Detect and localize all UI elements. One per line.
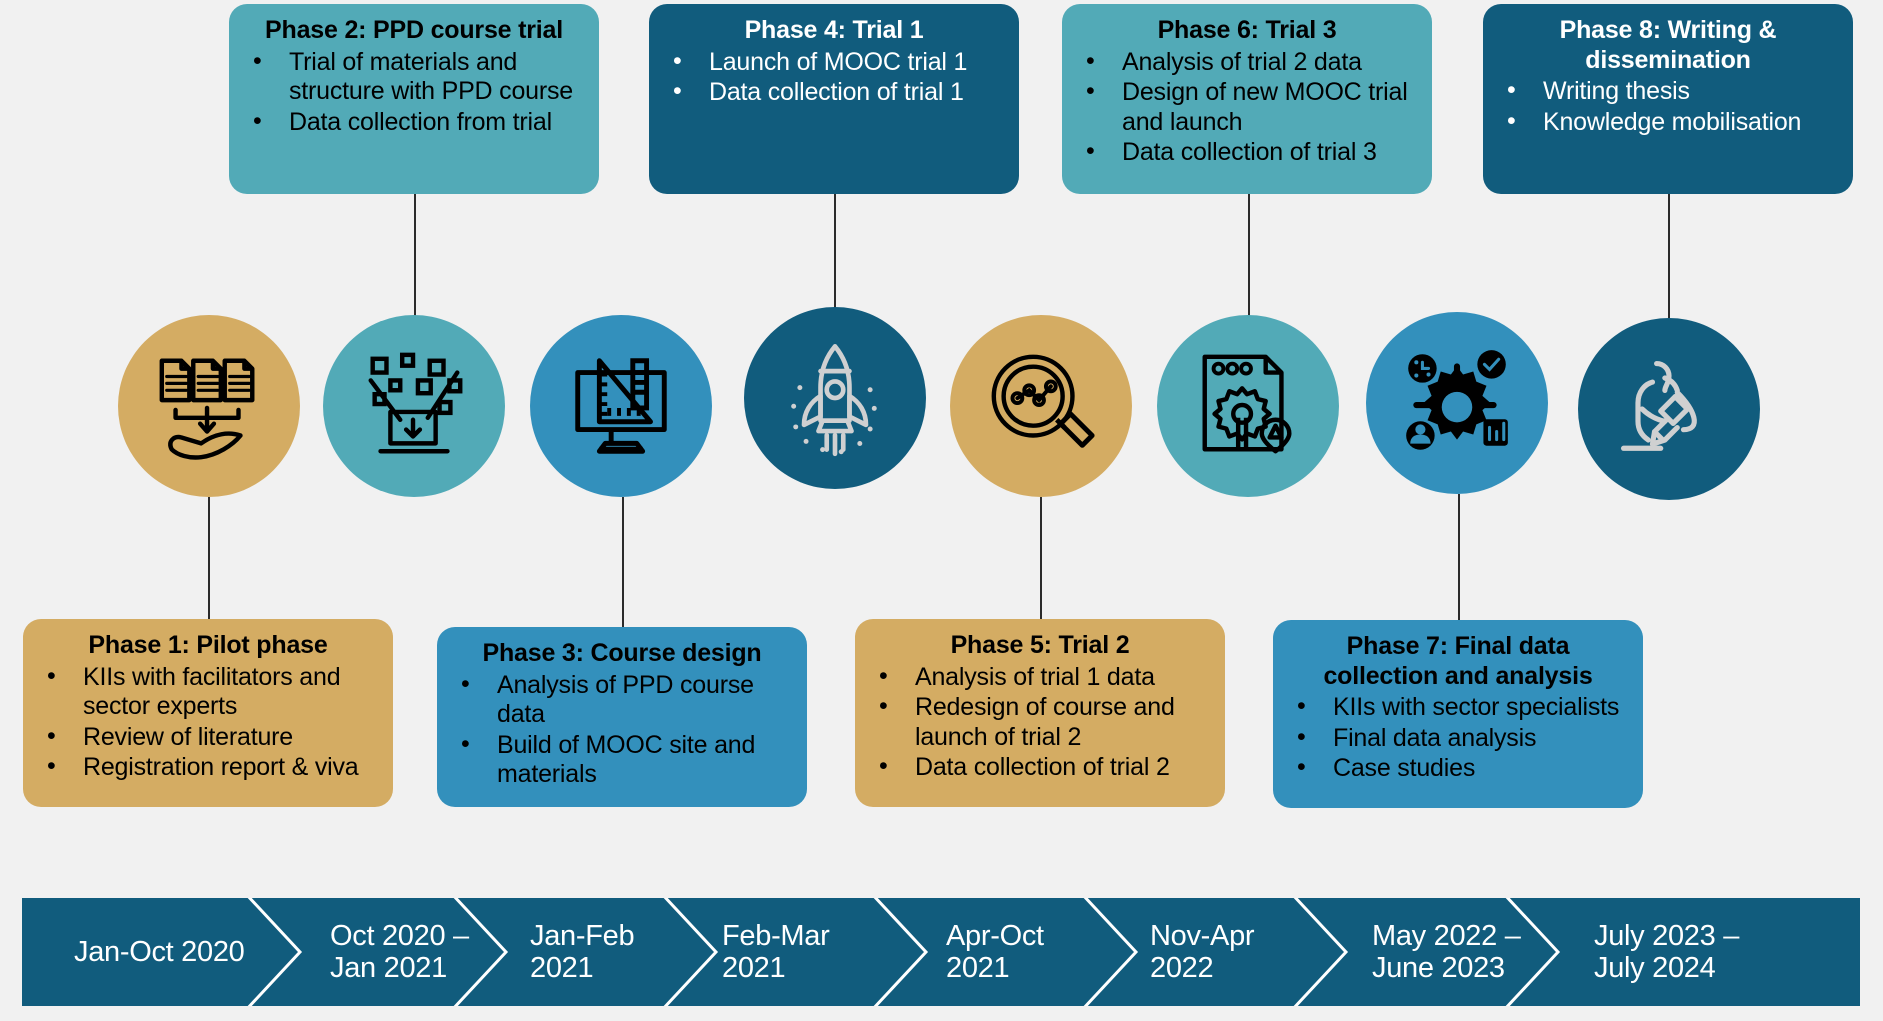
phase-box-phase-1[interactable]: Phase 1: Pilot phase KIIs with facilitat… bbox=[23, 619, 393, 807]
timeline-segment-seg-5[interactable]: Apr-Oct 2021 bbox=[902, 898, 1112, 1006]
phase-bullet-list: Analysis of PPD course data Build of MOO… bbox=[451, 670, 793, 790]
person-writing-pencil-icon bbox=[1620, 360, 1697, 451]
data-upload-laptop-icon bbox=[368, 352, 463, 454]
timeline-segment-label: July 2023 – July 2024 bbox=[1594, 919, 1740, 984]
timeline-segment-label: Feb-Mar 2021 bbox=[722, 919, 830, 984]
design-monitor-ruler-icon bbox=[575, 358, 667, 454]
phase-box-phase-6[interactable]: Phase 6: Trial 3 Analysis of trial 2 dat… bbox=[1062, 4, 1432, 194]
phase-bullet: Knowledge mobilisation bbox=[1497, 107, 1839, 138]
phase-bullet-list: Writing thesis Knowledge mobilisation bbox=[1497, 76, 1839, 138]
phase-bullet: Analysis of trial 1 data bbox=[869, 662, 1211, 693]
timeline-segment-label: Jan-Oct 2020 bbox=[74, 935, 245, 968]
timeline-segment-seg-2[interactable]: Oct 2020 – Jan 2021 bbox=[280, 898, 490, 1006]
connector-phase-6 bbox=[1248, 194, 1250, 330]
gear-analytics-network-icon bbox=[1406, 350, 1508, 450]
phase-title: Phase 6: Trial 3 bbox=[1157, 16, 1337, 44]
icon-circle-phase-3[interactable] bbox=[530, 315, 712, 497]
phase-bullet: Analysis of trial 2 data bbox=[1076, 47, 1418, 78]
phase-title: Phase 2: PPD course trial bbox=[265, 16, 563, 44]
timeline-segment-label: Oct 2020 – Jan 2021 bbox=[330, 919, 469, 984]
phase-bullet: Writing thesis bbox=[1497, 76, 1839, 107]
phase-bullet: Launch of MOOC trial 1 bbox=[663, 47, 1005, 78]
documents-to-hand-icon bbox=[159, 358, 255, 460]
phase-title: Phase 5: Trial 2 bbox=[950, 631, 1130, 659]
icon-circle-phase-8[interactable] bbox=[1578, 318, 1760, 500]
phase-bullet: Registration report & viva bbox=[37, 752, 379, 783]
timeline-bar: Jan-Oct 2020 Oct 2020 – Jan 2021 Jan-Feb… bbox=[22, 898, 1860, 1006]
magnifier-analytics-icon bbox=[991, 354, 1095, 448]
icon-circle-phase-2[interactable] bbox=[323, 315, 505, 497]
phase-box-phase-3[interactable]: Phase 3: Course design Analysis of PPD c… bbox=[437, 627, 807, 807]
icon-circle-phase-4[interactable] bbox=[744, 307, 926, 489]
connector-phase-2 bbox=[414, 194, 416, 330]
phase-bullet: Case studies bbox=[1287, 753, 1629, 784]
phase-bullet: Data collection from trial bbox=[243, 107, 585, 138]
connector-phase-1 bbox=[208, 497, 210, 619]
phase-title: Phase 4: Trial 1 bbox=[744, 16, 924, 44]
phase-bullet: Data collection of trial 2 bbox=[869, 752, 1211, 783]
connector-phase-4 bbox=[834, 194, 836, 322]
phase-title: Phase 1: Pilot phase bbox=[88, 631, 328, 659]
phase-box-phase-5[interactable]: Phase 5: Trial 2 Analysis of trial 1 dat… bbox=[855, 619, 1225, 807]
document-gear-design-icon bbox=[1202, 354, 1292, 454]
phase-bullet: Trial of materials and structure with PP… bbox=[243, 47, 585, 107]
timeline-segment-seg-3[interactable]: Jan-Feb 2021 bbox=[482, 898, 692, 1006]
phase-bullet: Build of MOOC site and materials bbox=[451, 730, 793, 790]
phase-bullet: Data collection of trial 3 bbox=[1076, 137, 1418, 168]
phase-bullet-list: Analysis of trial 2 data Design of new M… bbox=[1076, 47, 1418, 168]
phase-bullet-list: Analysis of trial 1 data Redesign of cou… bbox=[869, 662, 1211, 783]
phase-bullet-list: KIIs with facilitators and sector expert… bbox=[37, 662, 379, 783]
connector-phase-5 bbox=[1040, 497, 1042, 619]
phase-bullet-list: KIIs with sector specialists Final data … bbox=[1287, 692, 1629, 784]
timeline-segment-label: May 2022 – June 2023 bbox=[1372, 919, 1521, 984]
phase-box-phase-8[interactable]: Phase 8: Writing & dissemination Writing… bbox=[1483, 4, 1853, 194]
timeline-segment-seg-1[interactable]: Jan-Oct 2020 bbox=[22, 898, 274, 1006]
timeline-segment-label: Apr-Oct 2021 bbox=[946, 919, 1044, 984]
icon-circle-phase-7[interactable] bbox=[1366, 312, 1548, 494]
phase-box-phase-4[interactable]: Phase 4: Trial 1 Launch of MOOC trial 1 … bbox=[649, 4, 1019, 194]
phase-bullet: KIIs with facilitators and sector expert… bbox=[37, 662, 379, 722]
phase-bullet: Redesign of course and launch of trial 2 bbox=[869, 692, 1211, 752]
connector-phase-8 bbox=[1668, 194, 1670, 318]
connector-phase-7 bbox=[1458, 494, 1460, 620]
phase-box-phase-7[interactable]: Phase 7: Final data collection and analy… bbox=[1273, 620, 1643, 808]
icon-circle-phase-6[interactable] bbox=[1157, 315, 1339, 497]
phase-title: Phase 3: Course design bbox=[482, 639, 762, 667]
phase-bullet: Analysis of PPD course data bbox=[451, 670, 793, 730]
timeline-segment-label: Nov-Apr 2022 bbox=[1150, 919, 1255, 984]
rocket-launch-icon bbox=[791, 344, 877, 457]
icon-circle-phase-5[interactable] bbox=[950, 315, 1132, 497]
phase-bullet-list: Launch of MOOC trial 1 Data collection o… bbox=[663, 47, 1005, 108]
phase-bullet: Design of new MOOC trial and launch bbox=[1076, 77, 1418, 137]
timeline-segment-seg-4[interactable]: Feb-Mar 2021 bbox=[694, 898, 900, 1006]
timeline-segment-seg-8[interactable]: July 2023 – July 2024 bbox=[1544, 898, 1860, 1006]
icon-circle-phase-1[interactable] bbox=[118, 315, 300, 497]
phase-bullet: Data collection of trial 1 bbox=[663, 77, 1005, 108]
timeline-segment-seg-7[interactable]: May 2022 – June 2023 bbox=[1326, 898, 1538, 1006]
timeline-segment-seg-6[interactable]: Nov-Apr 2022 bbox=[1114, 898, 1324, 1006]
connector-phase-3 bbox=[622, 497, 624, 627]
timeline-segment-label: Jan-Feb 2021 bbox=[530, 919, 635, 984]
phase-bullet-list: Trial of materials and structure with PP… bbox=[243, 47, 585, 138]
phase-title: Phase 8: Writing & dissemination bbox=[1559, 16, 1777, 74]
phase-box-phase-2[interactable]: Phase 2: PPD course trial Trial of mater… bbox=[229, 4, 599, 194]
phase-bullet: KIIs with sector specialists bbox=[1287, 692, 1629, 723]
phase-bullet: Review of literature bbox=[37, 722, 379, 753]
phase-bullet: Final data analysis bbox=[1287, 723, 1629, 754]
phase-title: Phase 7: Final data collection and analy… bbox=[1323, 632, 1593, 690]
